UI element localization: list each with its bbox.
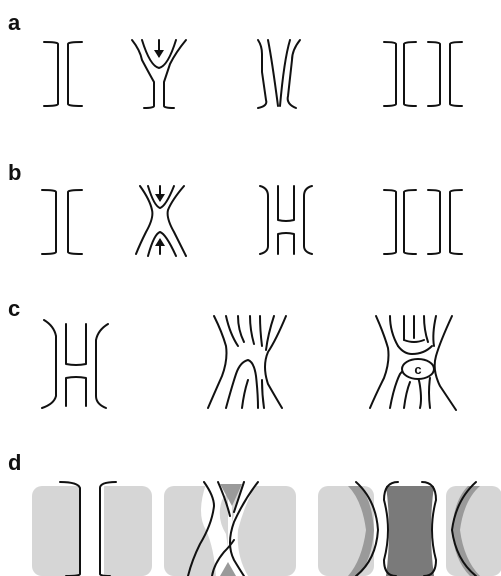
c-h-shape [41, 319, 109, 409]
c-branched-network [207, 315, 287, 409]
row-d [32, 481, 501, 576]
compartment-c: c [401, 358, 435, 380]
row-c: c [41, 315, 457, 411]
d-fusion-cells [164, 481, 296, 576]
a-v-shape [257, 39, 301, 109]
d-split-cells [32, 481, 152, 576]
row-a [43, 39, 463, 109]
b-tube [41, 189, 83, 255]
b-x-constriction [135, 185, 187, 257]
compartment-c-label: c [414, 362, 421, 377]
panel-label-b: b [8, 160, 22, 185]
a-tube [43, 41, 83, 107]
up-arrow-icon [155, 238, 165, 255]
a-two-tubes [383, 41, 463, 107]
b-two-tubes [383, 189, 463, 255]
down-arrow-icon [155, 185, 165, 202]
a-y-constriction [131, 39, 187, 109]
panel-label-d: d [8, 450, 22, 475]
b-h-shape [259, 185, 313, 255]
panel-label-c: c [8, 296, 21, 321]
down-arrow-icon [154, 39, 164, 58]
c-network-compartment: c [369, 315, 457, 411]
panel-label-a: a [8, 10, 21, 35]
row-b [41, 185, 463, 257]
d-three-cells [318, 481, 501, 576]
